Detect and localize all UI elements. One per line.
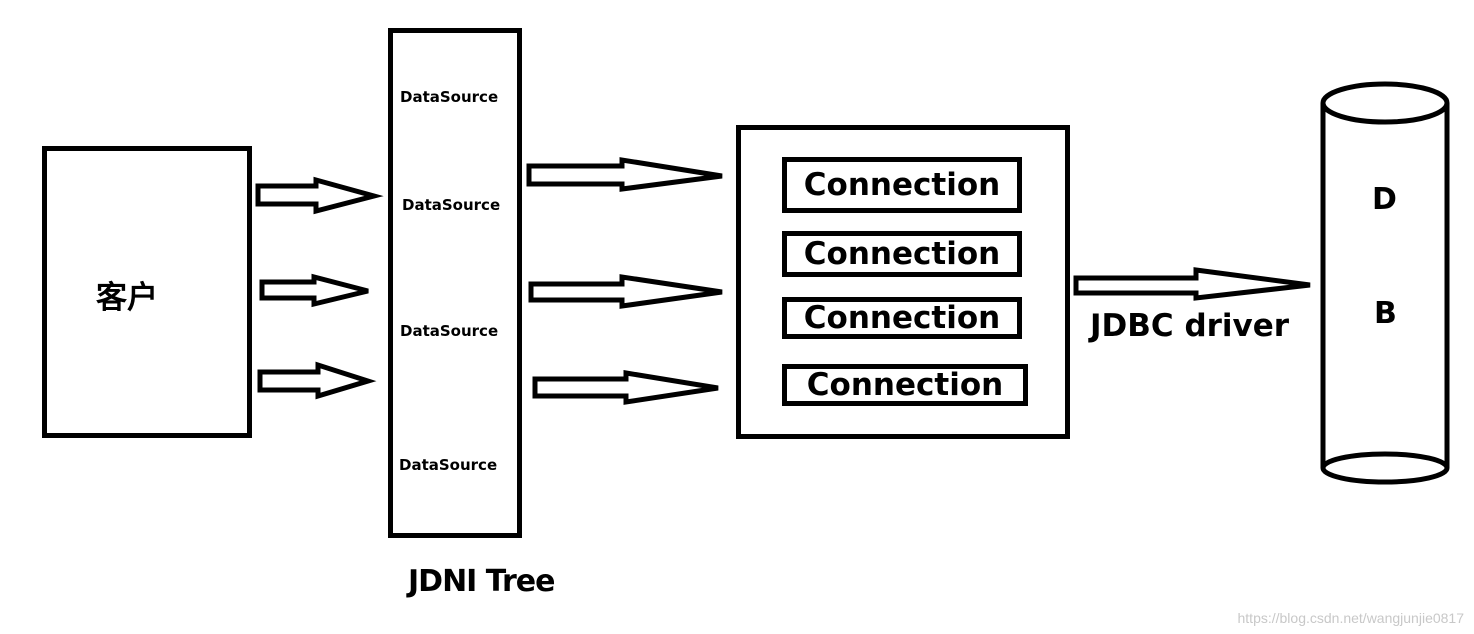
connection-item: Connection	[782, 364, 1028, 406]
arrow-right-icon	[1073, 267, 1311, 301]
connection-item: Connection	[782, 157, 1022, 213]
client-label: 客户	[96, 280, 158, 316]
jdbc-driver-label: JDBC driver	[1090, 308, 1290, 344]
database-letter: D	[1372, 182, 1397, 217]
database-letter: B	[1374, 296, 1397, 331]
database-cylinder-icon	[1320, 81, 1450, 485]
connection-item: Connection	[782, 231, 1022, 277]
arrow-right-icon	[528, 274, 723, 309]
arrow-right-icon	[526, 157, 723, 192]
watermark: https://blog.csdn.net/wangjunjie0817	[1237, 610, 1465, 626]
arrow-right-icon	[259, 273, 369, 308]
datasource-item: DataSource	[399, 456, 498, 474]
jndi-tree-label: JDNI Tree	[408, 564, 555, 599]
client-box	[42, 146, 252, 438]
datasource-item: DataSource	[402, 196, 501, 214]
arrow-right-icon	[255, 176, 384, 215]
jndi-tree-box	[388, 28, 522, 538]
datasource-item: DataSource	[400, 322, 499, 340]
datasource-item: DataSource	[400, 88, 499, 106]
arrow-right-icon	[257, 361, 377, 400]
arrow-right-icon	[532, 370, 719, 405]
connection-item: Connection	[782, 297, 1022, 339]
